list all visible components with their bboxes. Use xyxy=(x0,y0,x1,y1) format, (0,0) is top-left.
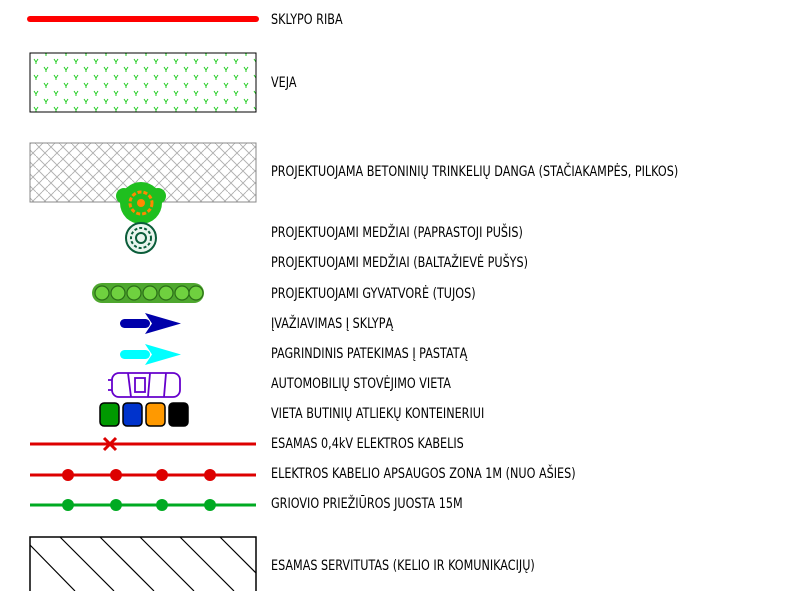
legend-label-boundary: SKLYPO RIBA xyxy=(271,12,343,28)
legend-label-parking: AUTOMOBILIŲ STOVĖJIMO VIETA xyxy=(271,376,451,392)
legend-label-white-pine: PROJEKTUOJAMI MEDŽIAI (BALTAŽIEVĖ PUŠYS) xyxy=(271,255,528,271)
white-pine-icon xyxy=(125,222,157,254)
legend-label-paving: PROJEKTUOJAMA BETONINIŲ TRINKELIŲ DANGA … xyxy=(271,164,679,180)
hedge-icon xyxy=(92,283,204,303)
ditch-maintenance-line-symbol xyxy=(30,499,256,511)
car-icon xyxy=(108,372,181,398)
legend-label-cable-zone: ELEKTROS KABELIO APSAUGOS ZONA 1M (NUO A… xyxy=(271,466,576,482)
legend-label-cable: ESAMAS 0,4kV ELEKTROS KABELIS xyxy=(271,436,464,452)
legend-label-ditch: GRIOVIO PRIEŽIŪROS JUOSTA 15M xyxy=(271,496,463,512)
main-entrance-arrow-icon xyxy=(120,344,181,365)
legend-label-hedge: PROJEKTUOJAMI GYVATVORĖ (TUJOS) xyxy=(271,286,476,302)
legend-label-containers: VIETA BUTINIŲ ATLIEKŲ KONTEINERIUI xyxy=(271,406,485,422)
servitude-hatch-symbol xyxy=(29,536,257,596)
legend-label-entry: ĮVAŽIAVIMAS Į SKLYPĄ xyxy=(271,316,394,332)
lawn-hatch-symbol xyxy=(29,52,257,113)
legend-label-pine: PROJEKTUOJAMI MEDŽIAI (PAPRASTOJI PUŠIS) xyxy=(271,225,523,241)
entry-arrow-icon xyxy=(120,313,181,334)
cable-line-cross-symbol xyxy=(30,436,256,452)
pine-tree-icon xyxy=(116,182,166,224)
cable-protection-line-symbol xyxy=(30,469,256,481)
waste-container-icons xyxy=(99,402,189,427)
legend-label-entrance: PAGRINDINIS PATEKIMAS Į PASTATĄ xyxy=(271,346,468,362)
legend-label-servitude: ESAMAS SERVITUTAS (KELIO IR KOMUNIKACIJŲ… xyxy=(271,558,535,574)
legend-label-lawn: VEJA xyxy=(271,75,297,91)
